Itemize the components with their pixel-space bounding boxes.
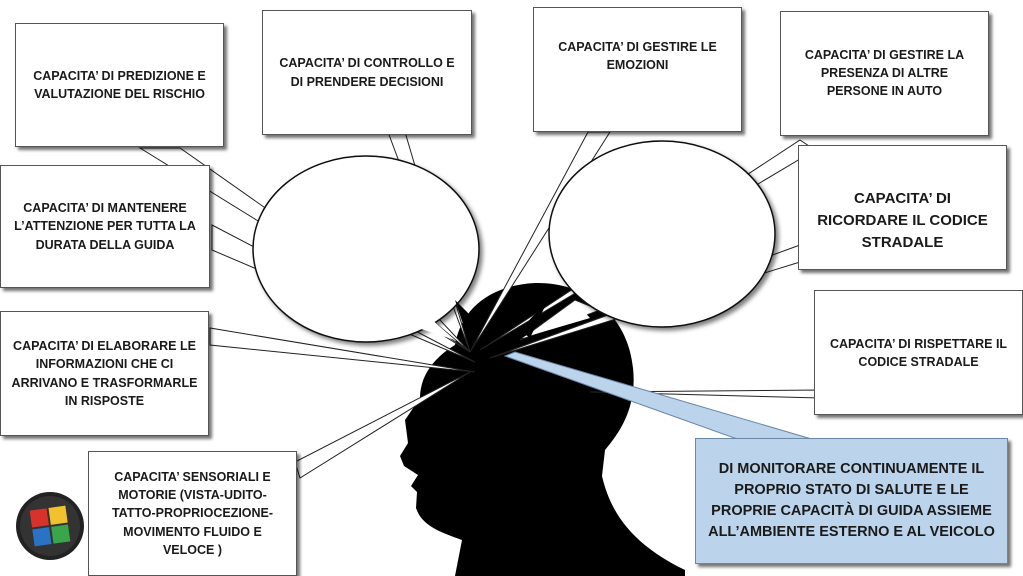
monitor-box: DI MONITORARE CONTINUAMENTE IL PROPRIO S…	[695, 438, 1008, 564]
respect-label: CAPACITA’ DI RISPETTARE IL CODICE STRADA…	[829, 337, 1008, 370]
passengers-box: CAPACITA’ DI GESTIRE LA PRESENZA DI ALTR…	[780, 11, 989, 136]
attention-box: CAPACITA’ DI MANTENERE L’ATTENZIONE PER …	[0, 165, 210, 288]
remember-box: CAPACITA’ DI RICORDARE IL CODICE STRADAL…	[798, 145, 1007, 270]
elaborate-box: CAPACITA’ DI ELABORARE LE INFORMAZIONI C…	[0, 311, 209, 436]
elaborate-label: CAPACITA’ DI ELABORARE LE INFORMAZIONI C…	[11, 339, 198, 408]
control-label: CAPACITA’ DI CONTROLLO E DI PRENDERE DEC…	[279, 56, 455, 89]
speech-bubble-icon	[252, 155, 480, 353]
attention-label: CAPACITA’ DI MANTENERE L’ATTENZIONE PER …	[14, 201, 196, 252]
emotions-label: CAPACITA’ DI GESTIRE LE EMOZIONI	[558, 40, 717, 73]
prediction-label: CAPACITA’ DI PREDIZIONE E VALUTAZIONE DE…	[33, 68, 206, 101]
sensory-box: CAPACITA’ SENSORIALI E MOTORIE (VISTA-UD…	[88, 451, 297, 576]
monitor-label: DI MONITORARE CONTINUAMENTE IL PROPRIO S…	[708, 460, 995, 541]
passengers-label: CAPACITA’ DI GESTIRE LA PRESENZA DI ALTR…	[804, 48, 965, 99]
control-box: CAPACITA’ DI CONTROLLO E DI PRENDERE DEC…	[262, 10, 472, 135]
prediction-box: CAPACITA’ DI PREDIZIONE E VALUTAZIONE DE…	[15, 23, 224, 147]
remember-label: CAPACITA’ DI RICORDARE IL CODICE STRADAL…	[817, 190, 988, 251]
bubble-tails	[455, 300, 548, 345]
respect-box: CAPACITA’ DI RISPETTARE IL CODICE STRADA…	[814, 290, 1023, 415]
logo-icon	[16, 492, 84, 560]
speech-bubble-icon	[519, 140, 776, 341]
emotions-box: CAPACITA’ DI GESTIRE LE EMOZIONI	[533, 7, 742, 132]
sensory-label: CAPACITA’ SENSORIALI E MOTORIE (VISTA-UD…	[111, 470, 274, 557]
head-silhouette-icon	[400, 282, 685, 576]
